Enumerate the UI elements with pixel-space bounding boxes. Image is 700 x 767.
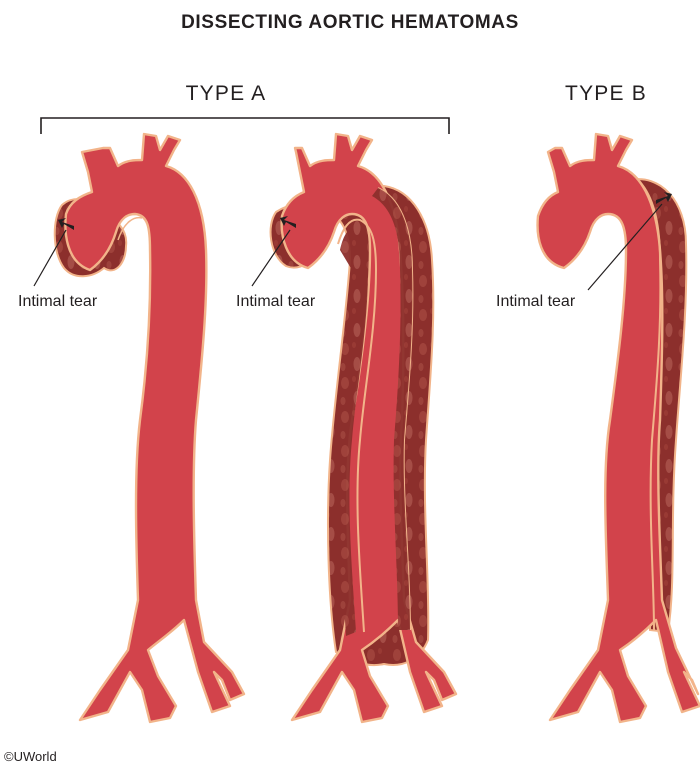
aorta-type-a-extensive [251, 132, 458, 724]
aorta-body [64, 132, 246, 724]
dissection-flap-inner [337, 218, 378, 633]
copyright-text: ©UWorld [4, 749, 57, 764]
aorta-body [280, 132, 458, 724]
aorta-type-a-ascending [33, 132, 246, 724]
intimal-tear-label-2: Intimal tear [236, 293, 316, 310]
intimal-tear-label-1: Intimal tear [18, 293, 98, 310]
tear-leader-line [587, 203, 663, 291]
tear-arrow-icon [58, 218, 74, 230]
tear-arrow-icon [280, 216, 296, 228]
tear-leader-line [33, 229, 67, 287]
type-b-label: TYPE B [565, 82, 647, 105]
diagram-title: DISSECTING AORTIC HEMATOMAS [181, 12, 519, 33]
intimal-tear-label-3: Intimal tear [496, 293, 576, 310]
aorta-type-b [536, 132, 700, 724]
type-a-bracket [40, 117, 450, 134]
hematoma-channel-inner [338, 227, 368, 636]
aortic-arch-inner-edge [117, 216, 143, 241]
hematoma-channel [372, 188, 413, 630]
tear-arrow-icon [656, 192, 672, 204]
tear-leader-line [251, 229, 291, 287]
dissection-flap [639, 181, 662, 631]
type-a-label: TYPE A [186, 82, 267, 105]
